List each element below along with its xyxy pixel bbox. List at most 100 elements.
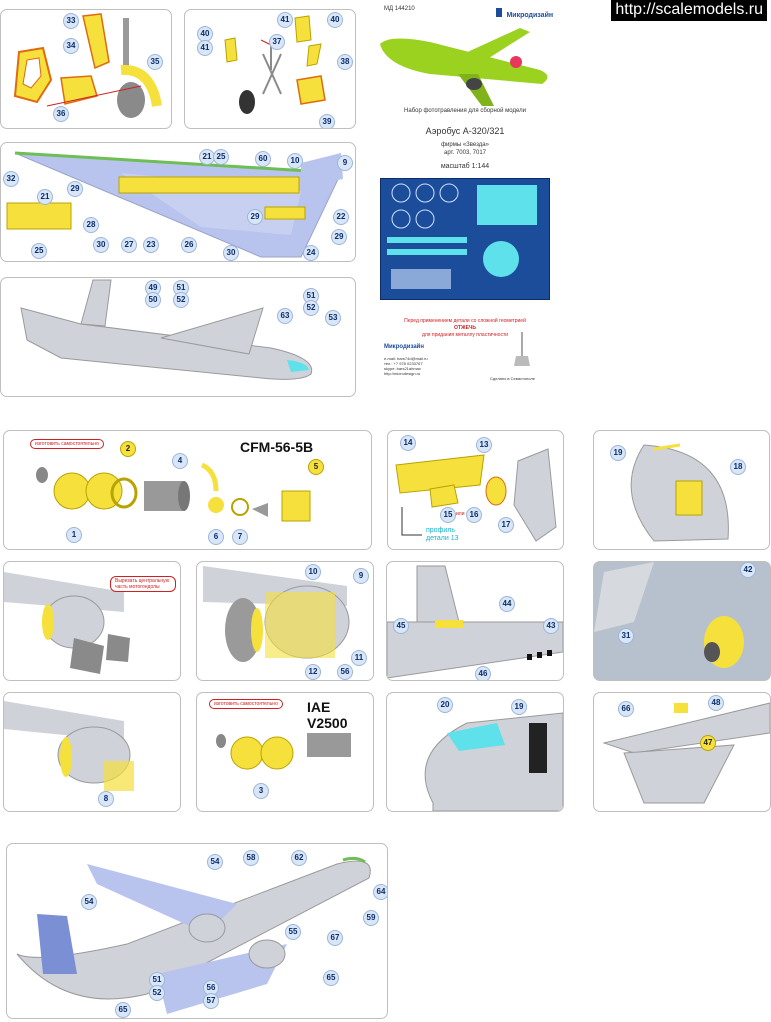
callout-27: 27 bbox=[121, 237, 137, 253]
panel-gear-doors: 33 34 35 36 bbox=[0, 9, 172, 129]
callout-6: 6 bbox=[208, 529, 224, 545]
callout-19: 19 bbox=[610, 445, 626, 461]
iae-title: IAE V2500 bbox=[307, 699, 348, 731]
callout-21a: 21 bbox=[37, 189, 53, 205]
warning-line3: для придания металлу пластичности bbox=[421, 332, 509, 338]
callout-32: 32 bbox=[3, 171, 19, 187]
callout-16: 16 bbox=[466, 507, 482, 523]
contact-phone: тел.: +7 978 0233767 bbox=[384, 361, 423, 366]
monument-icon bbox=[514, 332, 530, 366]
callout-50: 50 bbox=[145, 292, 161, 308]
callout-20: 20 bbox=[437, 697, 453, 713]
callout-12: 12 bbox=[305, 664, 321, 680]
callout-30b: 30 bbox=[223, 245, 239, 261]
callout-7: 7 bbox=[232, 529, 248, 545]
callout-15: 15 bbox=[440, 507, 456, 523]
callout-18: 18 bbox=[730, 459, 746, 475]
cut-center-note: Вырезать центральную часть мотогондолы bbox=[110, 576, 176, 592]
callout-41b: 41 bbox=[277, 12, 293, 28]
panel-cockpit: 20 19 bbox=[386, 692, 564, 812]
contact-email: e-mail: bars74d@mail.ru bbox=[384, 356, 428, 361]
callout-28: 28 bbox=[83, 217, 99, 233]
callout-13: 13 bbox=[476, 437, 492, 453]
callout-17: 17 bbox=[498, 517, 514, 533]
callout-57: 57 bbox=[203, 993, 219, 1009]
callout-3: 3 bbox=[253, 783, 269, 799]
callout-19b: 19 bbox=[511, 699, 527, 715]
panel-belly: 48 66 47 bbox=[593, 692, 771, 812]
cfm-parts-drawing bbox=[36, 462, 311, 522]
fuselage-drawing bbox=[20, 279, 313, 380]
watermark-url: http://scalemodels.ru bbox=[611, 0, 767, 21]
callout-26: 26 bbox=[181, 237, 197, 253]
callout-52a: 52 bbox=[173, 292, 189, 308]
callout-47: 47 bbox=[700, 735, 716, 751]
panel-cfm-cowl: 10 9 11 12 56 bbox=[196, 561, 374, 681]
callout-54b: 54 bbox=[81, 894, 97, 910]
main-gear-drawing bbox=[224, 15, 326, 114]
callout-30a: 30 bbox=[93, 237, 109, 253]
contact-brand: Микродизайн bbox=[384, 344, 424, 350]
callout-37: 37 bbox=[269, 34, 285, 50]
callout-8: 8 bbox=[98, 791, 114, 807]
callout-22: 22 bbox=[333, 209, 349, 225]
panel-iae-cowl: 8 bbox=[3, 692, 181, 812]
callout-41a: 41 bbox=[197, 40, 213, 56]
panel-cfm-parts: изготовить самостоятельно CFM-56-5B 2 4 … bbox=[3, 430, 372, 550]
panel-iae-parts: изготовить самостоятельно IAE V2500 3 bbox=[196, 692, 374, 812]
panel-nacelle-cut: Вырезать центральную часть мотогондолы bbox=[3, 561, 181, 681]
callout-38: 38 bbox=[337, 54, 353, 70]
instruction-header: МД 144210 Микродизайн Набор фототравлени… bbox=[370, 0, 560, 400]
callout-9: 9 bbox=[337, 155, 353, 171]
callout-11: 11 bbox=[351, 650, 367, 666]
brand-name: Микродизайн bbox=[506, 12, 554, 19]
gear-bay-photo-drawing bbox=[594, 562, 770, 680]
callout-1: 1 bbox=[66, 527, 82, 543]
callout-42: 42 bbox=[740, 562, 756, 578]
callout-44: 44 bbox=[499, 596, 515, 612]
nacelle-cut-drawing bbox=[4, 572, 130, 674]
profile-label: профиль детали 13 bbox=[426, 527, 459, 542]
callout-29a: 29 bbox=[67, 181, 83, 197]
callout-62: 62 bbox=[291, 850, 307, 866]
callout-52c: 52 bbox=[149, 985, 165, 1001]
gear-doors-drawing bbox=[13, 13, 162, 118]
callout-39: 39 bbox=[319, 114, 335, 128]
callout-29b: 29 bbox=[247, 209, 263, 225]
iae-parts-drawing bbox=[216, 733, 351, 770]
panel-gear-bay-photo: 42 31 bbox=[593, 561, 771, 681]
overview-drawing bbox=[16, 856, 371, 1014]
callout-14: 14 bbox=[400, 435, 416, 451]
or-label: или bbox=[456, 511, 465, 517]
make-yourself-note-2: изготовить самостоятельно bbox=[209, 699, 283, 709]
panel-overview: 54 58 62 64 54 59 55 67 51 52 56 57 65 6… bbox=[6, 843, 388, 1019]
contact-block: Микродизайн e-mail: bars74d@mail.ru тел.… bbox=[384, 344, 494, 376]
kit-code: МД 144210 bbox=[384, 6, 415, 12]
callout-53: 53 bbox=[325, 310, 341, 326]
callout-52b: 52 bbox=[303, 300, 319, 316]
callout-54a: 54 bbox=[207, 854, 223, 870]
pylon-drawing bbox=[395, 448, 557, 542]
made-in-text: Сделано в Севастополе bbox=[490, 376, 535, 381]
callout-66: 66 bbox=[618, 701, 634, 717]
contact-web: http://microdesign.ru bbox=[384, 371, 421, 376]
callout-63: 63 bbox=[277, 308, 293, 324]
panel-fairing: 19 18 bbox=[593, 430, 770, 550]
callout-10b: 10 bbox=[305, 564, 321, 580]
callout-65b: 65 bbox=[323, 970, 339, 986]
warning-line1: Перед применением детали со сложной геом… bbox=[404, 318, 526, 324]
callout-60: 60 bbox=[255, 151, 271, 167]
belly-drawing bbox=[602, 702, 770, 804]
warning-line2: ОТЖЕЧЬ bbox=[453, 325, 477, 331]
maker-name: фирмы «Звезда» bbox=[441, 142, 489, 148]
callout-35: 35 bbox=[147, 54, 163, 70]
etch-fret-drawing bbox=[387, 183, 537, 289]
article-numbers: арт. 7003, 7017 bbox=[444, 150, 486, 156]
panel-main-gear: 40 41 41 37 40 38 39 bbox=[184, 9, 356, 129]
callout-2: 2 bbox=[120, 441, 136, 457]
s7-airliner-photo bbox=[380, 28, 548, 106]
contact-skype: skype: bars21ahmax bbox=[384, 366, 421, 371]
callout-36: 36 bbox=[53, 106, 69, 122]
panel-tail-fuselage: 44 45 43 46 bbox=[386, 561, 564, 681]
tail-fuselage-drawing bbox=[387, 565, 563, 679]
